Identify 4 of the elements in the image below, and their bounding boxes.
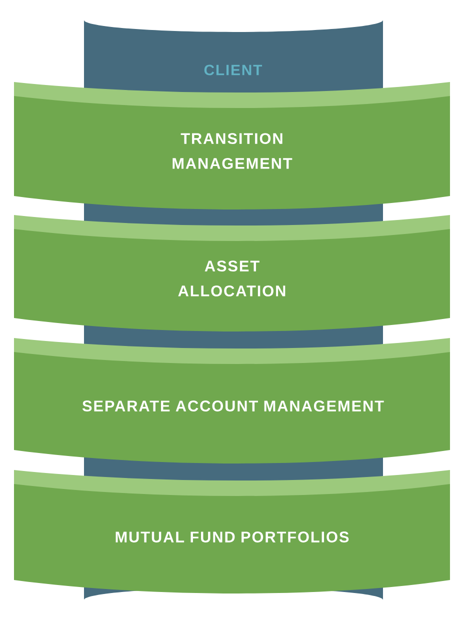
ribbon-band: MUTUAL FUND PORTFOLIOS — [14, 470, 450, 594]
ribbon-band: SEPARATE ACCOUNT MANAGEMENT — [14, 338, 450, 464]
ribbon-band: ASSET ALLOCATION — [14, 215, 450, 332]
ribbon-band: TRANSITION MANAGEMENT — [14, 82, 450, 210]
